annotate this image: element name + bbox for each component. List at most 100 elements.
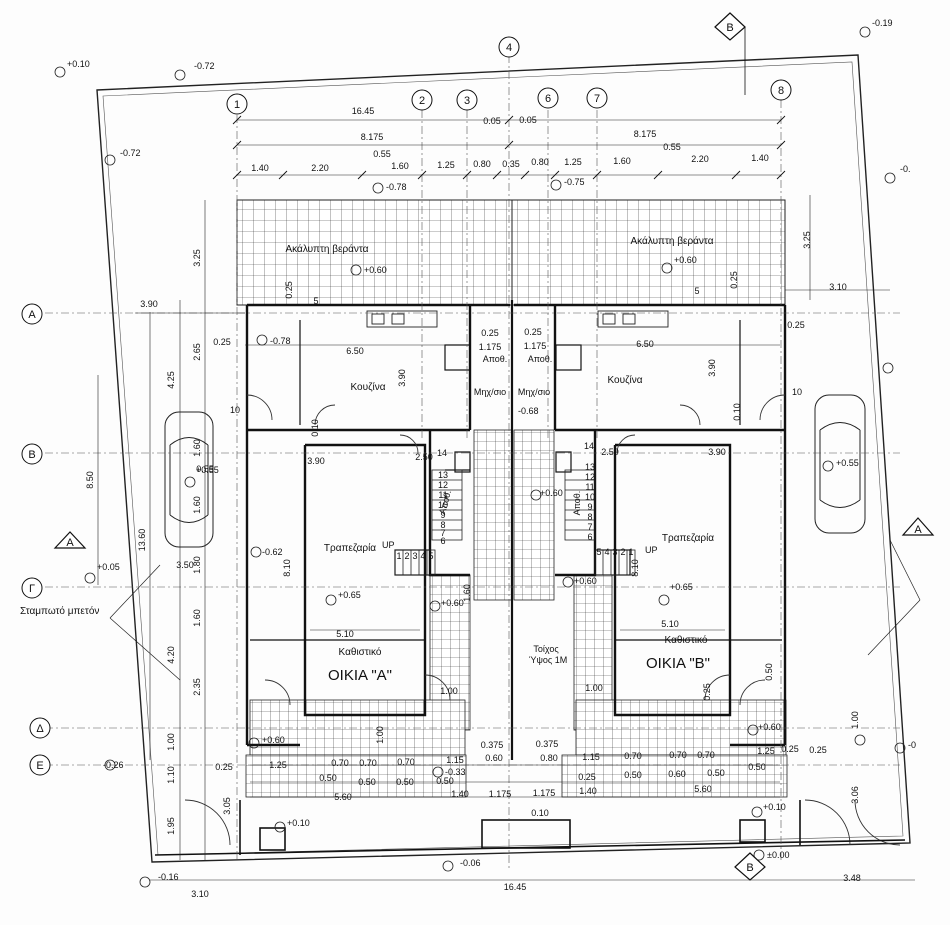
dim-t-r-4: 1.40 bbox=[751, 153, 769, 163]
dim-c1: 0.05 bbox=[483, 116, 501, 126]
dim-s4: 1.175 bbox=[524, 341, 547, 351]
level-bottom-left-2: -0.33 bbox=[445, 767, 466, 777]
dim-base-right: 3.48 bbox=[843, 873, 861, 883]
up-left: UP bbox=[382, 540, 395, 550]
stair-top-left-9: 9 bbox=[440, 510, 445, 520]
misc-10-right: 10 bbox=[792, 387, 802, 397]
core-tiles-right bbox=[513, 429, 555, 601]
dim-v235: 2.35 bbox=[192, 678, 202, 696]
axis-epsilon: Ε bbox=[36, 760, 43, 772]
dim-bot2-l-4: 0.60 bbox=[485, 753, 503, 763]
stair-top-left-10: 10 bbox=[438, 500, 448, 510]
axis-2: 2 bbox=[419, 95, 425, 107]
section-a-left: A bbox=[66, 537, 74, 549]
stair-top-left-6: 6 bbox=[440, 536, 445, 546]
dim-kitchen-width-right: 6.50 bbox=[636, 339, 654, 349]
dim-sub-right: 0.55 bbox=[663, 142, 681, 152]
dim-bot-140-left: 1.40 bbox=[451, 789, 469, 799]
dim-bot2-r-0: 0.80 bbox=[540, 753, 558, 763]
veranda-left-tiles bbox=[236, 199, 513, 306]
level-living-left: +0.65 bbox=[338, 590, 361, 600]
axis-8: 8 bbox=[778, 85, 784, 97]
level-bottom-right: +0.60 bbox=[758, 722, 781, 732]
dim-b250-right: 2.50 bbox=[601, 447, 619, 457]
dim-base-left: 3.10 bbox=[191, 889, 209, 899]
stair-top-left-8: 8 bbox=[440, 520, 445, 530]
dim-v425: 4.25 bbox=[166, 371, 176, 389]
dim-epsilon-025-right: 0.25 bbox=[781, 744, 799, 754]
dim-c2: 0.05 bbox=[519, 115, 537, 125]
dim-bot-1175-right: 1.175 bbox=[533, 788, 556, 798]
dim-kitchen-width-left: 6.50 bbox=[346, 346, 364, 356]
level-right-bottom: -0 bbox=[908, 740, 916, 750]
dim-v100: 1.00 bbox=[166, 733, 176, 751]
dim-t-r-0: 0.80 bbox=[531, 157, 549, 167]
level-entrance-left: +0.10 bbox=[287, 818, 310, 828]
dim-sub-left: 0.55 bbox=[373, 149, 391, 159]
site-boundary bbox=[96, 54, 911, 863]
house-b-walls bbox=[514, 303, 787, 747]
level-tl2: -0.72 bbox=[194, 61, 215, 71]
level-tl: +0.10 bbox=[67, 59, 90, 69]
axis-3: 3 bbox=[464, 95, 470, 107]
misc-025-right: 0.25 bbox=[729, 271, 739, 289]
dim-bot-r-3: 0.70 bbox=[697, 750, 715, 760]
dim-bot2-l-3: 0.50 bbox=[436, 776, 454, 786]
dim-v850: 8.50 bbox=[85, 471, 95, 489]
stair-top-right-8: 8 bbox=[587, 512, 592, 522]
stair-left-5: 5 bbox=[428, 551, 433, 561]
dim-t-mid: 0.35 bbox=[502, 159, 520, 169]
dim-bot2-r-3: 0.60 bbox=[668, 769, 686, 779]
dim-bot2-l-1: 0.50 bbox=[358, 777, 376, 787]
dim-v195: 1.95 bbox=[166, 817, 176, 835]
dim-v160: 1.60 bbox=[192, 439, 202, 457]
up-right: UP bbox=[645, 545, 658, 555]
axis-bubbles bbox=[21, 36, 792, 776]
dim-t-l-3: 1.25 bbox=[437, 160, 455, 170]
stair-right-4: 4 bbox=[604, 547, 609, 557]
dimension-lines bbox=[97, 119, 915, 881]
misc-010-left: 0.10 bbox=[310, 419, 320, 437]
text-layer: 1 2 3 4 6 7 8 Α Β Γ Δ Ε B B A A Ακάλυπτη… bbox=[20, 18, 922, 899]
stair-top-right-10: 10 bbox=[585, 492, 595, 502]
dim-s1: 0.25 bbox=[481, 328, 499, 338]
dim-bot-l-3: 0.70 bbox=[397, 757, 415, 767]
stair-right-3: 3 bbox=[612, 547, 617, 557]
axis-6: 6 bbox=[545, 93, 551, 105]
dim-v55: 0.55 bbox=[196, 464, 214, 474]
house-a-walls bbox=[245, 303, 510, 747]
dim-t-l-1: 2.20 bbox=[311, 163, 329, 173]
section-a-right: A bbox=[914, 524, 922, 536]
misc-5-left: 5 bbox=[313, 296, 318, 306]
level-car-right: +0.55 bbox=[836, 458, 859, 468]
dim-core-100-right: 1.00 bbox=[585, 683, 603, 693]
dim-bot-r-2: 0.70 bbox=[669, 750, 687, 760]
level-epsilon-left: -0.26 bbox=[103, 760, 124, 770]
note-wall: Τοίχος bbox=[533, 644, 559, 654]
dim-bot-r-1: 0.70 bbox=[624, 751, 642, 761]
dim-bot-r-0: 1.15 bbox=[582, 752, 600, 762]
dim-veranda-height-left: 3.25 bbox=[192, 249, 202, 267]
room-storage-right: Αποθ. bbox=[528, 354, 553, 364]
dim-t-l-0: 1.40 bbox=[251, 163, 269, 173]
dim-bot2-r-5: 0.50 bbox=[748, 762, 766, 772]
dim-b-left: 3.90 bbox=[307, 456, 325, 466]
room-veranda-left: Ακάλυπτη βεράντα bbox=[285, 243, 368, 255]
axis-alpha: Α bbox=[28, 309, 36, 321]
dim-t-r-1: 1.25 bbox=[564, 157, 582, 167]
bottom-tiles-left bbox=[249, 699, 466, 756]
dim-v1360: 13.60 bbox=[137, 529, 147, 552]
dim-bot-m-0: 0.375 bbox=[481, 740, 504, 750]
dim-810-right: 8.10 bbox=[630, 559, 640, 577]
dim-bot2-l-2: 0.50 bbox=[396, 777, 414, 787]
note-wall-height: Ύψος 1Μ bbox=[529, 655, 567, 665]
dim-half-left: 8.175 bbox=[361, 132, 384, 142]
dim-bot-1175-left: 1.175 bbox=[489, 789, 512, 799]
dim-810-left: 8.10 bbox=[282, 559, 292, 577]
dim-s3: 1.175 bbox=[479, 342, 502, 352]
misc-025b: 0.25 bbox=[702, 683, 712, 701]
stair-left-4: 4 bbox=[420, 551, 425, 561]
dim-v110: 1.10 bbox=[166, 766, 176, 784]
misc-010-right: 0.10 bbox=[732, 403, 742, 421]
dim-v160b: 1.60 bbox=[192, 496, 202, 514]
